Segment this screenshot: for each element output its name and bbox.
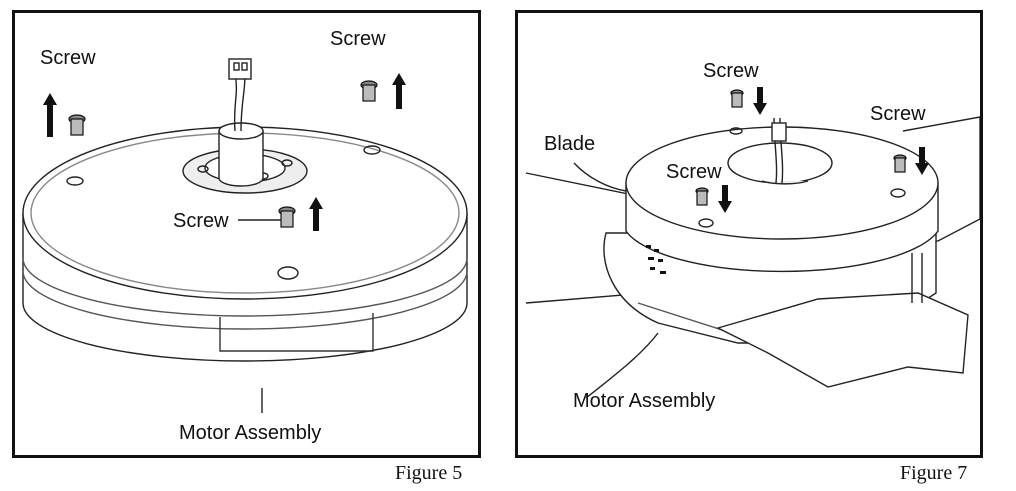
figure-5-caption: Figure 5 (395, 462, 463, 484)
figure-5-panel: Screw Screw Screw Motor Assembly (12, 10, 481, 458)
blade-front (716, 292, 969, 388)
screw-label-center: Screw (173, 210, 229, 232)
up-arrow-icon (43, 93, 57, 137)
figure-7-caption: Figure 7 (900, 462, 968, 484)
screw-icon (278, 206, 296, 228)
screw-label-left: Screw (40, 47, 96, 69)
screw-icon (695, 187, 709, 206)
figure-7-panel: Screw Screw Screw Blade Motor Assembly (515, 10, 983, 458)
screw-icon (893, 154, 907, 173)
up-arrow-icon (309, 197, 323, 231)
down-arrow-icon (718, 185, 732, 213)
motor-assembly-label: Motor Assembly (179, 422, 321, 444)
down-arrow-icon (753, 87, 767, 115)
motor-housing-side (22, 213, 468, 362)
screw-icon (360, 80, 378, 102)
figure-7-illustration: Screw Screw Screw Blade Motor Assembly (525, 60, 980, 412)
figure-5-illustration: Screw Screw Screw Motor Assembly (22, 28, 468, 444)
screw-icon (730, 89, 744, 108)
motor-assembly-label: Motor Assembly (573, 390, 715, 412)
blade-label: Blade (544, 133, 595, 155)
screw-icon (68, 114, 86, 136)
screw-label-right: Screw (870, 103, 926, 125)
up-arrow-icon (392, 73, 406, 109)
screw-label-right: Screw (330, 28, 386, 50)
screw-label-top: Screw (703, 60, 759, 82)
down-arrow-icon (915, 147, 929, 175)
screw-label-left: Screw (666, 161, 722, 183)
